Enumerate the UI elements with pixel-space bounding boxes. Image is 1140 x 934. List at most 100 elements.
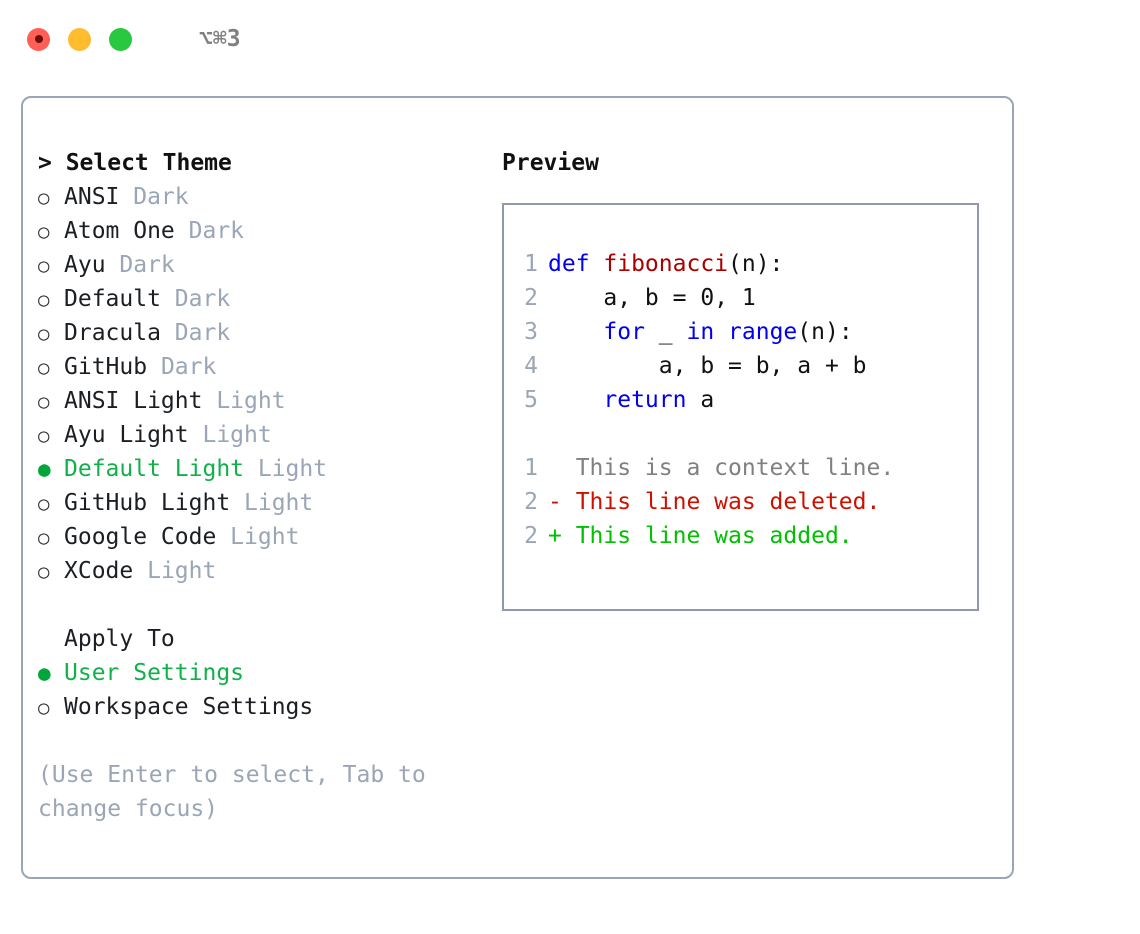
theme-option-variant-tag: Light — [202, 388, 286, 414]
theme-option-label: Google Code — [64, 524, 217, 550]
theme-option-variant-tag: Dark — [119, 184, 189, 210]
window-controls — [27, 27, 132, 51]
radio-unselected-icon: ○ — [38, 357, 50, 379]
code-line-4: 5 return a — [504, 383, 977, 417]
code-token-kw: range — [728, 319, 798, 345]
close-button[interactable] — [27, 27, 50, 51]
theme-option-label: Ayu Light — [64, 422, 189, 448]
theme-option-11[interactable]: ○ XCode Light — [38, 554, 468, 588]
diff-line-number: 2 — [524, 489, 538, 515]
theme-option-0[interactable]: ○ ANSI Dark — [38, 180, 468, 214]
code-line-text: a, b = b, a + b — [548, 349, 867, 383]
radio-unselected-icon: ○ — [38, 697, 50, 719]
radio-unselected-icon: ○ — [38, 323, 50, 345]
code-line-number: 3 — [524, 319, 538, 345]
radio-selected-icon: ● — [38, 457, 51, 481]
code-token-plain: a, b = 0, 1 — [548, 285, 756, 311]
apply-to-option-0[interactable]: ●User Settings — [38, 656, 468, 690]
diff-line-2: 2+ This line was added. — [504, 519, 977, 553]
section-spacer — [38, 588, 468, 622]
radio-selected-icon: ● — [38, 661, 51, 685]
keyboard-shortcut-label: ⌥⌘3 — [199, 25, 241, 52]
diff-line-text-ctx: This is a context line. — [548, 455, 895, 481]
theme-selector-pane: > Select Theme ○ANSI Dark○Atom One Dark○… — [38, 146, 468, 826]
theme-option-8[interactable]: ● Default Light Light — [38, 452, 468, 486]
diff-line-number: 2 — [524, 523, 538, 549]
code-line-number: 4 — [524, 353, 538, 379]
code-line-text: a, b = 0, 1 — [548, 281, 756, 315]
theme-option-label: ANSI — [64, 184, 120, 210]
theme-option-label: GitHub Light — [64, 490, 231, 516]
theme-option-9[interactable]: ○ GitHub Light Light — [38, 486, 468, 520]
theme-option-variant-tag: Dark — [105, 252, 175, 278]
theme-option-label: Ayu — [64, 252, 106, 278]
code-blank-line — [504, 417, 977, 451]
select-theme-header: > Select Theme — [38, 150, 232, 176]
code-token-fn: fibonacci — [603, 251, 729, 277]
theme-option-variant-tag: Light — [244, 456, 328, 482]
code-line-1: 2 a, b = 0, 1 — [504, 281, 977, 315]
code-token-plain: (n): — [728, 251, 784, 277]
code-line-text: def fibonacci(n): — [548, 247, 783, 281]
theme-option-label: Dracula — [64, 320, 161, 346]
radio-unselected-icon: ○ — [38, 221, 50, 243]
code-token-plain: (n): — [797, 319, 853, 345]
diff-sample: 1 This is a context line. 2 - This line wa… — [504, 451, 977, 553]
radio-unselected-icon: ○ — [38, 187, 50, 209]
code-token-plain: a — [686, 387, 715, 413]
theme-option-4[interactable]: ○ Dracula Dark — [38, 316, 468, 350]
theme-option-3[interactable]: ○ Default Dark — [38, 282, 468, 316]
theme-option-label: Default — [64, 286, 161, 312]
dialog-columns: > Select Theme ○ANSI Dark○Atom One Dark○… — [23, 98, 1012, 877]
code-line-2: 3 for _ in range(n): — [504, 315, 977, 349]
title-bar: ⌥⌘3 — [0, 0, 1140, 78]
radio-unselected-icon: ○ — [38, 527, 50, 549]
theme-option-10[interactable]: ○Google Code Light — [38, 520, 468, 554]
theme-option-7[interactable]: ○Ayu Light Light — [38, 418, 468, 452]
theme-option-label: Atom One — [64, 218, 175, 244]
minimize-button[interactable] — [68, 27, 91, 51]
code-token-kw: for — [603, 319, 645, 345]
code-line-text: for _ in range(n): — [548, 315, 853, 349]
theme-option-2[interactable]: ○ Ayu Dark — [38, 248, 468, 282]
apply-to-option-1[interactable]: ○Workspace Settings — [38, 690, 468, 724]
code-token-kw: return — [603, 387, 687, 413]
code-token-plain: _ — [644, 319, 687, 345]
theme-option-variant-tag: Dark — [160, 286, 231, 312]
theme-option-label: GitHub — [64, 354, 148, 380]
code-line-number: 2 — [524, 285, 538, 311]
diff-line-1: 2 - This line was deleted. — [504, 485, 977, 519]
theme-option-label: ANSI Light — [64, 388, 203, 414]
theme-option-variant-tag: Light — [133, 558, 217, 584]
diff-line-number: 1 — [524, 455, 538, 481]
code-token-kw: def — [548, 251, 604, 277]
preview-title: Preview — [502, 150, 599, 176]
theme-option-variant-tag: Dark — [160, 320, 231, 346]
radio-unselected-icon: ○ — [38, 391, 50, 413]
code-token-plain — [548, 387, 603, 413]
maximize-button[interactable] — [109, 27, 132, 51]
code-line-text: return a — [548, 383, 714, 417]
radio-unselected-icon: ○ — [38, 561, 50, 583]
theme-option-label: XCode — [64, 558, 134, 584]
theme-option-label: Default Light — [64, 456, 245, 482]
code-token-kw: in — [686, 319, 715, 345]
code-token-plain — [548, 319, 603, 345]
code-token-plain: a, b = b, a + b — [548, 353, 867, 379]
theme-option-variant-tag: Light — [230, 490, 314, 516]
keyboard-hint-text: (Use Enter to select, Tab to change focu… — [38, 762, 440, 822]
diff-line-text-del: - This line was deleted. — [548, 489, 881, 515]
radio-unselected-icon: ○ — [38, 425, 50, 447]
theme-option-5[interactable]: ○ GitHub Dark — [38, 350, 468, 384]
theme-option-6[interactable]: ○ ANSI Light Light — [38, 384, 468, 418]
radio-unselected-icon: ○ — [38, 255, 50, 277]
theme-option-1[interactable]: ○Atom One Dark — [38, 214, 468, 248]
radio-unselected-icon: ○ — [38, 493, 50, 515]
theme-option-variant-tag: Dark — [147, 354, 217, 380]
dialog-frame: > Select Theme ○ANSI Dark○Atom One Dark○… — [21, 96, 1014, 879]
radio-unselected-icon: ○ — [38, 289, 50, 311]
